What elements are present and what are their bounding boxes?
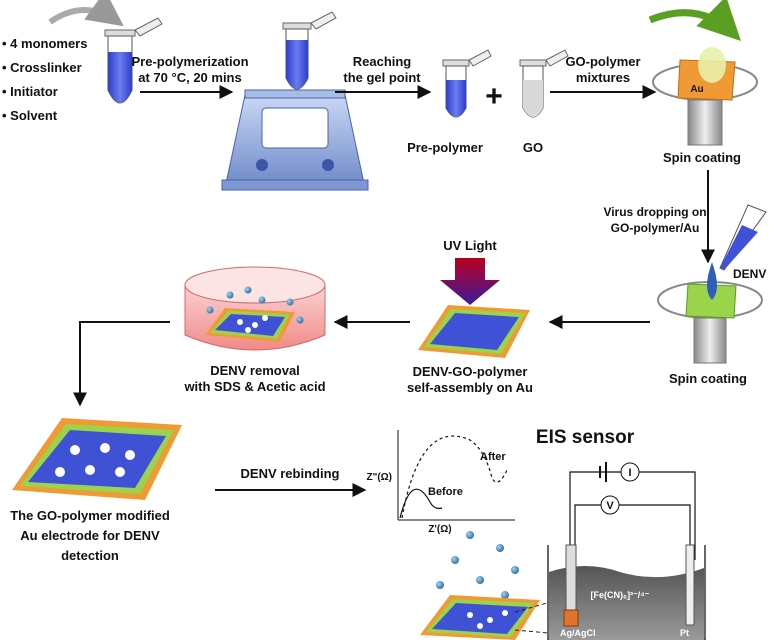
ammeter-icon xyxy=(620,462,640,482)
plus-sign: + xyxy=(485,80,503,113)
pipette-icon xyxy=(719,204,767,271)
eis-title: EIS sensor xyxy=(536,427,635,448)
go-tube-icon xyxy=(519,49,569,118)
before-label: Before xyxy=(428,486,463,498)
au-label: Au xyxy=(690,84,703,95)
prepolymer-label: Pre-polymer xyxy=(407,140,483,155)
spin-coater-icon xyxy=(657,262,763,364)
virus-dropping-label: GO-polymer/Au xyxy=(611,221,700,235)
before-curve xyxy=(399,488,443,519)
prepolymer-tube-icon xyxy=(442,49,492,118)
petri-dish-icon xyxy=(184,266,326,351)
after-label: After xyxy=(480,451,506,463)
denv-label: DENV xyxy=(733,267,766,281)
ingredient-item: • 4 monomers xyxy=(2,36,87,51)
electrode-chip-icon xyxy=(418,305,530,358)
go-mixtures-label: GO-polymer xyxy=(565,54,640,69)
spin-coating-label: Spin coating xyxy=(669,371,747,386)
electrode-chip-icon xyxy=(420,595,540,640)
beaker-icon xyxy=(547,544,706,640)
nyquist-ylabel: Z"(Ω) xyxy=(366,472,392,483)
tube-icon xyxy=(282,11,337,90)
electrolyte-label: [Fe(CN)₆]³⁻/⁴⁻ xyxy=(590,590,649,600)
after-curve xyxy=(401,435,509,519)
prepolymerization-label: at 70 °C, 20 mins xyxy=(138,70,241,85)
denv-rebinding-label: DENV rebinding xyxy=(241,466,340,481)
voltmeter-icon xyxy=(600,495,620,515)
eis-circuit xyxy=(569,462,696,560)
counter-electrode-label: Pt xyxy=(680,628,689,638)
nyquist-xlabel: Z'(Ω) xyxy=(428,524,451,535)
arrow-icon xyxy=(73,321,170,407)
gel-point-label: Reaching xyxy=(353,54,412,69)
virus-dropping-label: Virus dropping on xyxy=(603,205,706,219)
ingredient-item: • Initiator xyxy=(2,84,58,99)
modified-electrode-label: The GO-polymer modified xyxy=(10,508,170,523)
electrode-chip-icon xyxy=(12,418,182,500)
self-assembly-label: self-assembly on Au xyxy=(407,380,533,395)
denv-removal-label: DENV removal xyxy=(210,363,300,378)
uv-arrow-icon xyxy=(440,258,500,305)
ingredient-item: • Solvent xyxy=(2,108,58,123)
prepolymerization-label: Pre-polymerization xyxy=(131,54,248,69)
virus-particles xyxy=(436,531,519,604)
ingredient-list: • 4 monomers • Crosslinker • Initiator •… xyxy=(2,36,87,123)
nyquist-plot xyxy=(397,430,515,521)
go-mixtures-label: mixtures xyxy=(576,70,630,85)
modified-electrode-label: detection xyxy=(61,548,119,563)
ammeter-symbol: I xyxy=(628,467,631,479)
gel-point-label: the gel point xyxy=(343,70,421,85)
self-assembly-label: DENV-GO-polymer xyxy=(413,364,528,379)
go-label: GO xyxy=(523,140,543,155)
reference-electrode-label: Ag/AgCl xyxy=(560,628,596,638)
denv-removal-label: with SDS & Acetic acid xyxy=(183,379,325,394)
voltmeter-symbol: V xyxy=(606,500,614,512)
curved-arrow-icon xyxy=(48,0,124,27)
hotplate-icon xyxy=(221,89,369,191)
spin-coating-label: Spin coating xyxy=(663,150,741,165)
modified-electrode-label: Au electrode for DENV xyxy=(20,528,160,543)
tube-icon xyxy=(104,17,163,104)
spin-coater-icon xyxy=(648,0,758,146)
ingredient-item: • Crosslinker xyxy=(2,60,82,75)
uv-light-label: UV Light xyxy=(443,238,497,253)
